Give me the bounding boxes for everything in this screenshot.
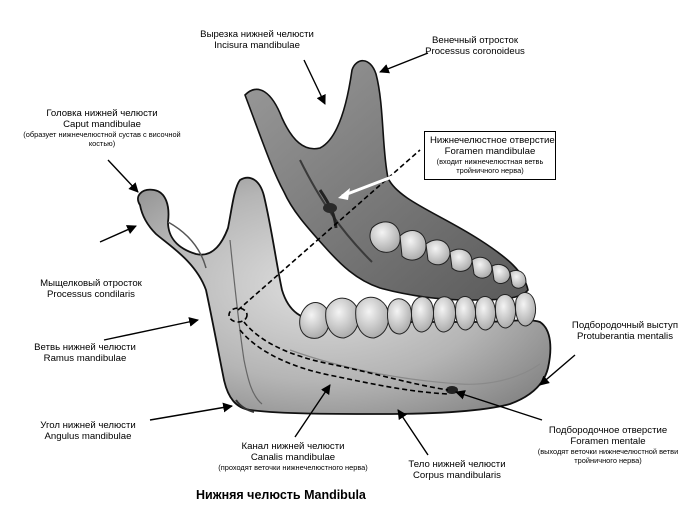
label-ramus-la: Ramus mandibulae — [43, 353, 127, 365]
label-incisura-ru: Вырезка нижней челюсти — [200, 29, 314, 40]
label-protuberantia-la: Protuberantia mentalis — [577, 331, 673, 343]
label-foramen-mand-ru: Нижнечелюстное отверстие — [430, 135, 555, 146]
label-processus-coronoideus: Венечный отросток Processus coronoideus — [405, 35, 545, 58]
label-coronoid-ru: Венечный отросток — [431, 35, 519, 46]
label-condylar-ru: Мыщелковый отросток — [40, 278, 142, 289]
label-canalis-ru: Канал нижней челюсти — [241, 441, 345, 452]
label-processus-condilaris: Мыщелковый отросток Processus condilaris — [16, 278, 166, 301]
label-canalis-mandibulae: Канал нижней челюсти Canalis mandibulae … — [198, 441, 388, 473]
label-foramen-ment-la: Foramen mentale — [570, 436, 646, 448]
label-caput-la: Caput mandibulae — [63, 119, 141, 131]
label-protuberantia-mentalis: Подбородочный выступ Protuberantia menta… — [555, 320, 695, 343]
label-canalis-la: Canalis mandibulae — [250, 452, 336, 464]
leader-arrows — [99, 52, 576, 456]
label-corpus-mandibularis: Тело нижней челюсти Corpus mandibularis — [392, 459, 522, 482]
label-protuberantia-ru: Подбородочный выступ — [571, 320, 679, 331]
label-ramus-ru: Ветвь нижней челюсти — [34, 342, 136, 353]
label-caput-note: (образует нижнечелюстной сустав с височн… — [23, 129, 181, 148]
label-foramen-mand-note: (входит нижнечелюстная ветвь тройничного… — [436, 156, 544, 175]
label-caput-ru: Головка нижней челюсти — [46, 108, 158, 119]
label-foramen-ment-note: (выходят веточки нижнечелюстной ветви тр… — [537, 446, 679, 465]
label-incisura-la: Incisura mandibulae — [214, 40, 300, 52]
foramen-mandibulae-arrow — [341, 168, 411, 198]
label-foramen-mandibulae: Нижнечелюстное отверстие Foramen mandibu… — [424, 131, 556, 181]
near-teeth — [299, 292, 537, 339]
label-foramen-mentale: Подбородочное отверстие Foramen mentale … — [523, 425, 693, 465]
label-ramus-mandibulae: Ветвь нижней челюсти Ramus mandibulae — [15, 342, 155, 365]
mental-foramen-mark — [446, 386, 458, 394]
label-angulus-ru: Угол нижней челюсти — [40, 420, 136, 431]
label-corpus-ru: Тело нижней челюсти — [408, 459, 506, 470]
label-condylar-la: Processus condilaris — [47, 289, 135, 301]
far-teeth — [369, 221, 527, 289]
label-corpus-la: Corpus mandibularis — [413, 470, 501, 482]
label-caput-mandibulae: Головка нижней челюсти Caput mandibulae … — [22, 108, 182, 148]
label-coronoid-la: Processus coronoideus — [425, 46, 525, 58]
label-canalis-note: (проходят веточки нижнечелюстного нерва) — [218, 462, 368, 472]
label-angulus-la: Angulus mandibulae — [44, 431, 132, 443]
label-foramen-ment-ru: Подбородочное отверстие — [548, 425, 668, 436]
label-angulus-mandibulae: Угол нижней челюсти Angulus mandibulae — [18, 420, 158, 443]
figure-caption: Нижняя челюсть Mandibula — [196, 488, 366, 502]
label-incisura-mandibulae: Вырезка нижней челюсти Incisura mandibul… — [182, 29, 332, 52]
label-foramen-mand-la: Foramen mandibulae — [444, 146, 536, 158]
